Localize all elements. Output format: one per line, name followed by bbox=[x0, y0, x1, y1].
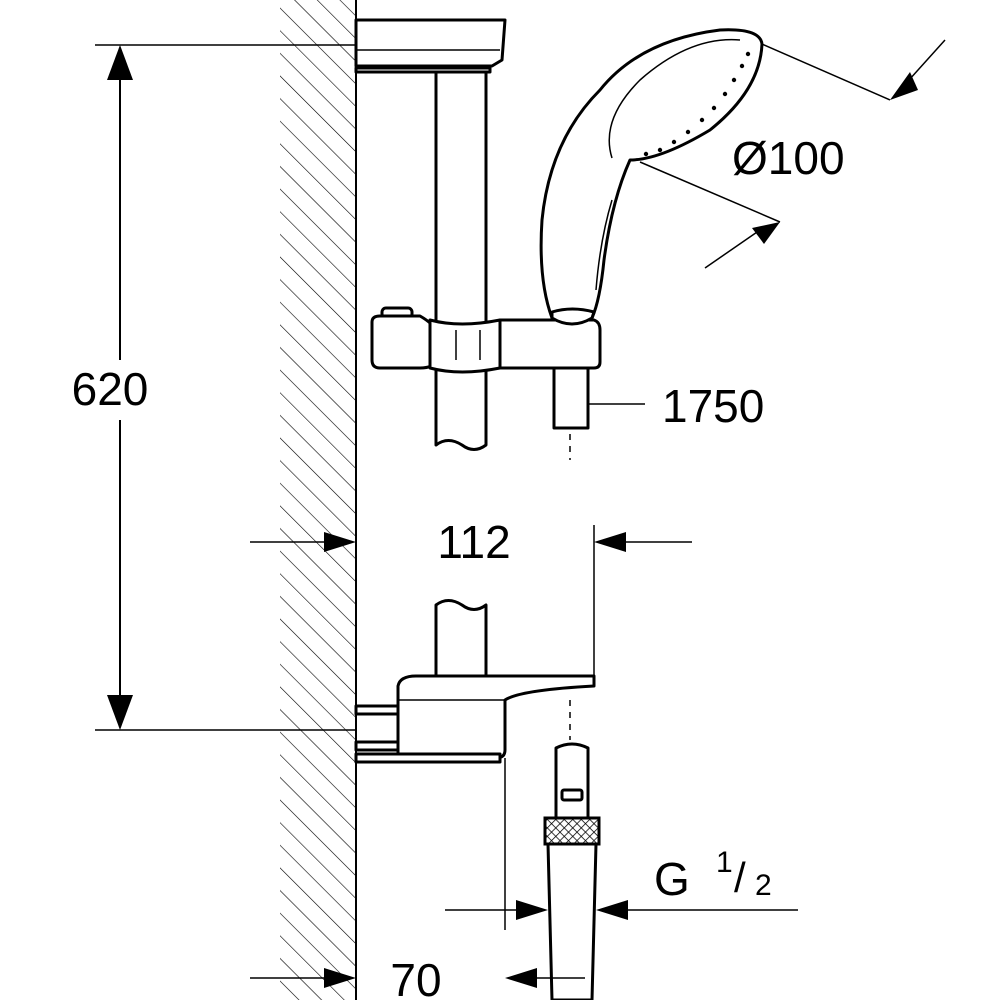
projection-label: 112 bbox=[437, 516, 510, 568]
hand-shower bbox=[539, 28, 764, 326]
top-wall-bracket bbox=[354, 18, 507, 74]
wall bbox=[280, 0, 357, 1000]
thread-denominator: 2 bbox=[755, 869, 772, 902]
thread-slash: / bbox=[734, 854, 746, 901]
height-label: 620 bbox=[72, 363, 149, 415]
dimension-projection: 112 bbox=[250, 516, 692, 686]
diameter-label: Ø100 bbox=[732, 132, 845, 184]
dimension-bar-projection: 70 bbox=[250, 954, 585, 1005]
dimension-thread: G 1 / 2 bbox=[445, 758, 798, 930]
hose-lower bbox=[543, 700, 601, 1002]
dimension-hose: 1750 bbox=[588, 380, 764, 432]
bottom-wall-bracket bbox=[354, 674, 596, 764]
dimension-height: 620 bbox=[72, 44, 356, 731]
slider-holder bbox=[370, 306, 602, 374]
hose-length-label: 1750 bbox=[662, 380, 764, 432]
dimension-diameter: Ø100 bbox=[639, 39, 946, 269]
hose-upper bbox=[552, 366, 590, 460]
rail-upper bbox=[434, 70, 488, 451]
bar-projection-label: 70 bbox=[390, 954, 441, 1000]
thread-numerator: 1 bbox=[716, 846, 733, 879]
spray-nozzles bbox=[643, 51, 751, 157]
thread-letter: G bbox=[654, 853, 690, 905]
